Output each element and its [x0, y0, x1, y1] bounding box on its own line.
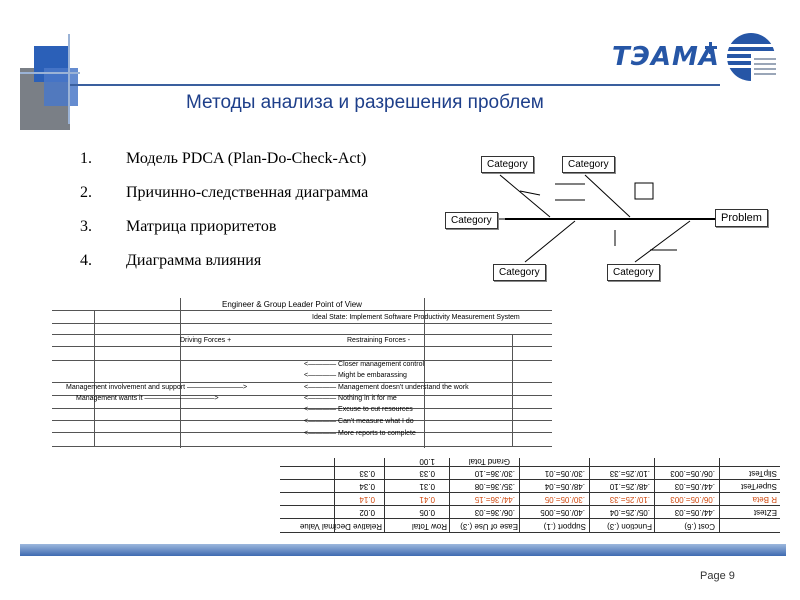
matrix-cell: 0.05: [419, 508, 435, 517]
matrix-cell: .44/.05=.03: [674, 482, 715, 491]
ff-driving-item: Management wants it ——————————>: [76, 395, 219, 402]
list-item: 1. Модель PDCA (Plan-Do-Check-Act): [80, 150, 440, 184]
matrix-cell: 0.02: [359, 508, 375, 517]
list-item-number: 3.: [80, 218, 92, 235]
matrix-row-name: SuperTest: [740, 482, 777, 491]
list-item-label: Причинно-следственная диаграмма: [126, 184, 369, 201]
list-item-number: 2.: [80, 184, 92, 201]
ff-restraining-label: Restraining Forces -: [347, 337, 411, 344]
matrix-cell: .30/.05=.05: [544, 495, 585, 504]
fishbone-category: Category: [493, 264, 546, 281]
matrix-header: Ease of Use (.3): [460, 522, 518, 531]
decor-vertical-line: [68, 34, 70, 124]
ff-driving-item: Management involvement and support —————…: [66, 384, 248, 391]
ff-header: Engineer & Group Leader Point of View: [222, 300, 362, 309]
header-divider: [70, 84, 720, 86]
methods-list: 1. Модель PDCA (Plan-Do-Check-Act) 2. Прич…: [80, 150, 440, 286]
matrix-cell: 0.31: [419, 482, 435, 491]
list-item: 4. Диаграмма влияния: [80, 252, 440, 286]
matrix-row-name: R Beta: [752, 495, 777, 504]
list-item-number: 1.: [80, 150, 92, 167]
matrix-cell: .10/.25=.33: [609, 469, 650, 478]
matrix-cell: .05/.25=.04: [609, 508, 650, 517]
matrix-cell: .48/.25=.10: [609, 482, 650, 491]
fishbone-problem: Problem: [715, 209, 768, 227]
page-title: Методы анализа и разрешения проблем: [186, 92, 544, 113]
matrix-cell: 0.41: [419, 495, 435, 504]
matrix-cell: .44/.05=.03: [674, 508, 715, 517]
list-item-number: 4.: [80, 252, 92, 269]
matrix-cell: .06/.05=.003: [670, 469, 715, 478]
matrix-header: Row Total: [412, 522, 447, 531]
fishbone-lines: [495, 174, 723, 263]
footer-bar: [20, 544, 786, 556]
force-field-table: Engineer & Group Leader Point of View Id…: [52, 298, 552, 450]
fishbone-category: Category: [607, 264, 660, 281]
ff-restraining-item: <———— More reports to complete: [304, 430, 416, 437]
matrix-cell: .30/.05=.01: [544, 469, 585, 478]
page-number: Page 9: [700, 570, 735, 582]
matrix-cell: .40/.05=.005: [540, 508, 585, 517]
matrix-cell: .10/.25=.33: [609, 495, 650, 504]
ff-ideal-state: Ideal State: Implement Software Producti…: [312, 314, 520, 321]
fishbone-category: Category: [562, 156, 615, 173]
matrix-cell: .06/.05=.003: [670, 495, 715, 504]
matrix-header: Support (.1): [543, 522, 586, 531]
list-item: 3. Матрица приоритетов: [80, 218, 440, 252]
logo-text: ТЭАМА: [612, 42, 720, 72]
ff-restraining-item: <———— Excuse to cut resources: [304, 406, 413, 413]
matrix-row-name: EZtest: [753, 508, 777, 517]
matrix-grand-total: 1.00: [419, 457, 435, 466]
ff-restraining-item: <———— Management doesn't understand the …: [304, 384, 469, 391]
fishbone-category: Category: [481, 156, 534, 173]
matrix-cell: 0.34: [359, 482, 375, 491]
matrix-cell: .35/.36=.08: [474, 482, 515, 491]
matrix-header: Function (.3): [607, 522, 652, 531]
decor-square-light-blue: [44, 68, 78, 106]
ff-restraining-item: <———— Can't measure what I do: [304, 418, 414, 425]
ff-restraining-item: <———— Nothing in it for me: [304, 395, 397, 402]
matrix-cell: 0.33: [359, 469, 375, 478]
priority-matrix: Cost (.6) Function (.3) Support (.1) Eas…: [280, 457, 780, 533]
list-item-label: Диаграмма влияния: [126, 252, 262, 269]
company-logo: ТЭАМА: [612, 30, 782, 90]
matrix-cell: .44/.36=.15: [474, 495, 515, 504]
ff-restraining-item: <———— Might be embarassing: [304, 372, 407, 379]
matrix-row-name: SlipTest: [748, 469, 777, 478]
fishbone-category: Category: [445, 212, 498, 229]
ff-driving-label: Driving Forces +: [180, 337, 232, 344]
matrix-cell: 0.14: [359, 495, 375, 504]
matrix-header: Cost (.6): [684, 522, 715, 531]
list-item-label: Матрица приоритетов: [126, 218, 277, 235]
matrix-cell: .30/.36=.10: [474, 469, 515, 478]
matrix-cell: 0.33: [419, 469, 435, 478]
matrix-header: Relative Decimal Value: [299, 522, 382, 531]
decor-short-line: [20, 72, 80, 74]
globe-icon: [727, 33, 778, 84]
list-item: 2. Причинно-следственная диаграмма: [80, 184, 440, 218]
fishbone-diagram: Category Category Category Category Cate…: [445, 150, 785, 290]
list-item-label: Модель PDCA (Plan-Do-Check-Act): [126, 150, 367, 167]
matrix-grand-total-label: Grand Total: [468, 457, 510, 466]
matrix-cell: .06/.36=.03: [474, 508, 515, 517]
matrix-cell: .48/.05=.04: [544, 482, 585, 491]
ff-restraining-item: <———— Closer management control: [304, 361, 425, 368]
logo-plus-marks: [703, 40, 719, 56]
